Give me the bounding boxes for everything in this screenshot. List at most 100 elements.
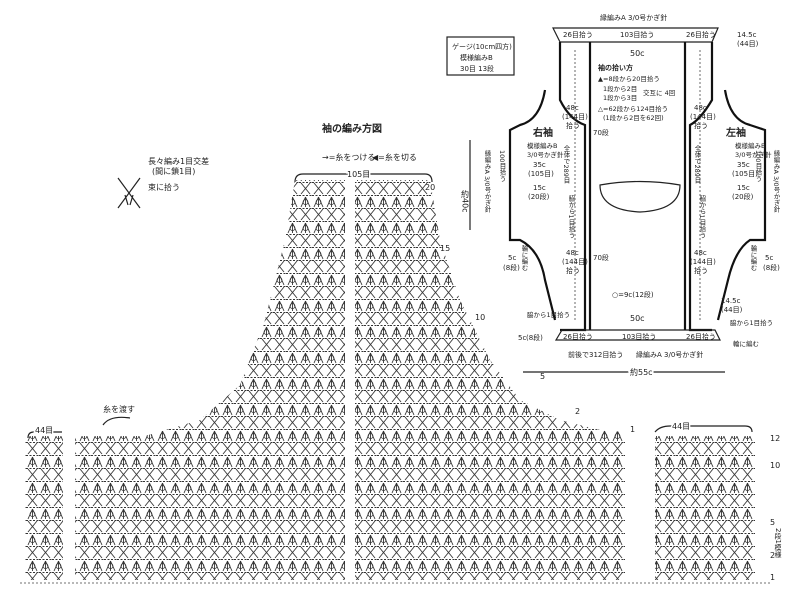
schematic-ring-label: 輪に編む <box>749 244 757 271</box>
schematic-pick-100-label: 100目拾う <box>754 150 762 182</box>
schematic-decrease-title-label: 袖の拾い方 <box>597 63 633 72</box>
schematic-left-48-label: 48c <box>566 249 579 257</box>
schematic-ring-label: 輪に編む <box>520 244 528 271</box>
sleeve-chart-repeat-note-label: 2段1模様 <box>774 528 782 558</box>
schematic-total-289-label: 全体で289目 <box>693 144 701 185</box>
schematic-top-center-pick-label: 103目拾う <box>620 30 654 39</box>
schematic-shoulder-145-label: 14.5c <box>721 297 741 305</box>
schematic-bottom-right-pick-label: 26目拾う <box>686 332 716 341</box>
schematic-decrease-2-label: 1段から2目 <box>603 84 637 93</box>
sleeve-chart-row-labels-5-label: 1 <box>630 425 635 434</box>
right-stitch-block <box>655 436 755 580</box>
schematic-right-pick-label: 拾う <box>694 266 708 275</box>
schematic-bottom-pick-label: 103目拾う <box>622 332 656 341</box>
schematic-shoulder-44-label: (44目) <box>737 40 759 48</box>
schematic-right-48-label: 48c <box>694 104 707 112</box>
schematic-c5-label: 5c <box>508 254 516 262</box>
sleeve-chart-row-labels-10-label: 1 <box>770 573 775 582</box>
left-stitch-block <box>25 436 63 580</box>
schematic-border-a-side-label: 縁編みA 3/0号かぎ針 <box>483 149 491 214</box>
sleeve-chart-row-labels-1-label: 15 <box>440 244 450 253</box>
sleeve-chart-row-labels-8-label: 5 <box>770 518 775 527</box>
schematic-right-144-label: (144目) <box>690 113 716 121</box>
schematic-shoulder-145-label: 14.5c <box>737 31 757 39</box>
chart-title: 袖の編み方図 <box>321 122 382 135</box>
schematic-decrease-1-label: ▲=8段から20目拾う <box>598 74 660 83</box>
gauge-title: ゲージ(10cm四方) <box>452 42 512 51</box>
legend-cut: ◀=糸を切る <box>372 152 417 162</box>
pass-yarn-label: 糸を渡す <box>103 404 135 414</box>
sleeve-chart-row-labels-4-label: 2 <box>575 407 580 416</box>
schematic-sleeve-20-label: (20段) <box>732 192 754 201</box>
schematic-sleeve-pattern-label: 模様編みB <box>735 141 765 150</box>
right-stitch-count: 44目 <box>672 422 690 431</box>
row-numbers: 20 15 10 5 2 1 12 10 5 2 1 2段1模様 <box>425 183 782 582</box>
schematic-left-pick-label: 拾う <box>566 121 580 130</box>
schematic-top-border-label: 縁編みA 3/0号かぎ針 <box>600 13 667 22</box>
sleeve-chart-row-labels-7-label: 10 <box>770 461 780 470</box>
schematic-pick-100-label: 100目拾う <box>498 150 506 182</box>
sleeve-chart-row-labels-0-label: 20 <box>425 183 435 192</box>
schematic-left-48-label: 48c <box>566 104 579 112</box>
schematic-left-sleeve-label: 左袖 <box>725 126 746 139</box>
schematic-side-pick-label: 脇から1目拾う <box>730 318 773 327</box>
schematic-bottom-total-label: 前後で312目拾う <box>568 350 623 359</box>
schematic-sleeve-105-label: (105目) <box>732 170 758 178</box>
garment-schematic: 縁編みA 3/0号かぎ針 26目拾う 103目拾う 26目拾う 50c 袖の拾い… <box>483 13 780 379</box>
schematic-sleeve-pattern-label: 模様編みB <box>527 141 557 150</box>
schematic-side-pick-label: 脇から1目拾う <box>527 310 570 319</box>
schematic-sleeve-15-label: 15c <box>533 184 546 192</box>
schematic-sleeve-105-label: (105目) <box>528 170 554 178</box>
schematic-bottom-left-pick-label: 26目拾う <box>563 332 593 341</box>
schematic-left-144-label: (144目) <box>562 113 588 121</box>
schematic-c5-label: 5c <box>765 254 773 262</box>
sleeve-chart-row-labels-2-label: 10 <box>475 313 485 322</box>
crossed-stitch-symbol <box>117 177 141 209</box>
schematic-border-a-side-label: 縁編みA 3/0号かぎ針 <box>772 149 780 214</box>
schematic-sleeve-hook-label: 3/0号かぎ針 <box>527 150 564 159</box>
top-stitch-count: 105目 <box>347 170 370 179</box>
schematic-c5-label: 5c <box>518 334 526 342</box>
sleeve-stitch-chart <box>20 180 770 584</box>
gauge-pattern: 模様編みB <box>460 53 493 62</box>
sleeve-chart-row-labels-6-label: 12 <box>770 434 780 443</box>
schematic-r8-label: (8段) <box>763 263 780 272</box>
legend-stitch-note: (間に鎖1目) <box>152 166 195 176</box>
schematic-top-width-label: 50c <box>630 49 645 58</box>
schematic-decrease-4-label: 交互に 4回 <box>643 88 675 97</box>
schematic-r8-label: (8段) <box>526 333 543 342</box>
schematic-bottom-width-label: 50c <box>630 314 645 323</box>
schematic-overall-label: 約55c <box>630 367 653 377</box>
schematic-right-pick-label: 拾う <box>694 121 708 130</box>
schematic-sleeve-hook-label: 3/0号かぎ針 <box>735 150 772 159</box>
schematic-decrease-3-label: 1段から3目 <box>603 93 637 102</box>
legend-stitch-name: 長々編み1目交差 <box>148 156 209 166</box>
schematic-top-right-pick-label: 26目拾う <box>686 30 716 39</box>
schematic-shoulder-44-label: (44目) <box>721 306 743 314</box>
main-left-stitch-block <box>75 180 345 580</box>
schematic-right-48-label: 48c <box>694 249 707 257</box>
gauge-box <box>446 36 515 76</box>
schematic-sleeve-35-label: 35c <box>737 161 750 169</box>
schematic-bottom-border-label: 縁編みA 3/0号かぎ針 <box>636 350 703 359</box>
schematic-sleeve-15-label: 15c <box>737 184 750 192</box>
schematic-left-144-label: (144目) <box>562 258 588 266</box>
schematic-side-pick-label: 脇から1目拾う <box>698 195 706 239</box>
legend-bundle-note: 束に拾う <box>148 182 180 192</box>
stitch-legend: 長々編み1目交差 (間に鎖1目) 束に拾う <box>117 156 209 209</box>
schematic-right-sleeve-label: 右袖 <box>532 126 553 139</box>
schematic-left-pick-label: 拾う <box>566 266 580 275</box>
schematic-top-left-pick-label: 26目拾う <box>563 30 593 39</box>
schematic-rows-70-label: 70段 <box>593 253 609 262</box>
schematic-total-289-label: 全体で289目 <box>562 144 570 185</box>
legend-join: →=糸をつける <box>322 152 375 162</box>
sleeve-chart-row-labels-3-label: 5 <box>540 372 545 381</box>
schematic-right-144-label: (144目) <box>690 258 716 266</box>
schematic-r8-label: (8段) <box>503 263 520 272</box>
schematic-ring-label: 輪に編む <box>733 339 759 348</box>
gauge-values: 30目 13段 <box>460 64 494 73</box>
sleeve-height: 約40c <box>461 189 470 213</box>
schematic-sleeve-20-label: (20段) <box>528 192 550 201</box>
